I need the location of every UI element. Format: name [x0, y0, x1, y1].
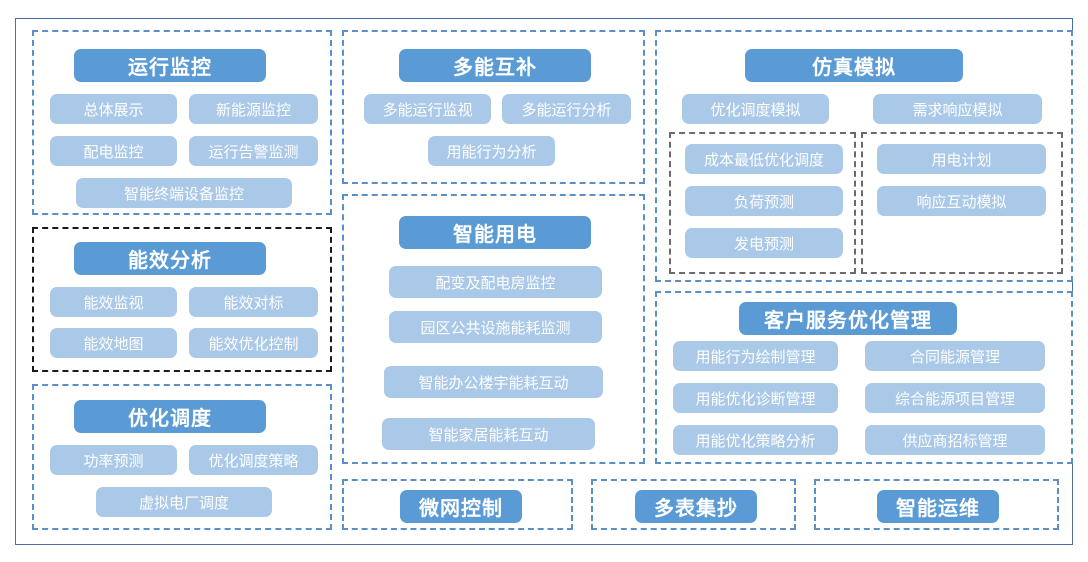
- item-yongdian-jihua[interactable]: 用电计划: [877, 144, 1046, 174]
- group-kehu-fuwu: 客户服务优化管理 用能行为绘制管理 合同能源管理 用能优化诊断管理 综合能源项目…: [655, 291, 1073, 464]
- item-hetong-nengyuan-guanli[interactable]: 合同能源管理: [865, 341, 1045, 371]
- item-nengxiao-youhua-kongzhi[interactable]: 能效优化控制: [189, 328, 318, 358]
- group-title-weiwang-kongzhi: 微网控制: [400, 490, 522, 523]
- item-fuhe-yuce[interactable]: 负荷预测: [685, 186, 843, 216]
- item-zongti-zhanshi[interactable]: 总体展示: [50, 94, 177, 124]
- group-zhineng-yunwei: 智能运维: [814, 479, 1059, 530]
- item-zonghe-nengyuan-xiangmu-guanli[interactable]: 综合能源项目管理: [865, 383, 1045, 413]
- group-title-zhineng-yongdian: 智能用电: [399, 216, 591, 249]
- item-nengxiao-jianshi[interactable]: 能效监视: [50, 287, 177, 317]
- item-xuqiu-xiangying-moni[interactable]: 需求响应模拟: [873, 94, 1042, 124]
- group-title-duobiao-jichao: 多表集抄: [635, 490, 757, 523]
- item-nengxiao-ditu[interactable]: 能效地图: [50, 328, 177, 358]
- item-yongneng-youhua-zhenduan-guanli[interactable]: 用能优化诊断管理: [673, 383, 838, 413]
- item-yuanqu-gonggong-sheshi-nenghao-jiance[interactable]: 园区公共设施能耗监测: [389, 311, 602, 343]
- item-zhineng-bangong-louyu-nenghao-hudong[interactable]: 智能办公楼宇能耗互动: [384, 366, 603, 398]
- group-nengxiao-fenxi: 能效分析 能效监视 能效对标 能效地图 能效优化控制: [32, 227, 332, 372]
- item-youhua-diaodu-celve[interactable]: 优化调度策略: [189, 445, 318, 475]
- group-duobiao-jichao: 多表集抄: [591, 479, 796, 530]
- item-gonglv-yuce[interactable]: 功率预测: [50, 445, 177, 475]
- item-duoneng-yunxing-fenxi[interactable]: 多能运行分析: [502, 94, 631, 124]
- item-chengben-zuidi-youhua-diaodu[interactable]: 成本最低优化调度: [685, 144, 843, 174]
- subgroup-fangzhen-right: 用电计划 响应互动模拟: [861, 132, 1063, 274]
- item-fadian-yuce[interactable]: 发电预测: [685, 228, 843, 258]
- item-yongneng-xingwei-huizhi-guanli[interactable]: 用能行为绘制管理: [673, 341, 838, 371]
- item-peibian-ji-peidianfang-jiankong[interactable]: 配变及配电房监控: [389, 266, 602, 298]
- item-duoneng-yunxing-jianshi[interactable]: 多能运行监视: [364, 94, 491, 124]
- group-title-nengxiao-fenxi: 能效分析: [74, 242, 266, 275]
- group-title-kehu-fuwu: 客户服务优化管理: [739, 302, 957, 335]
- group-title-zhineng-yunwei: 智能运维: [877, 490, 999, 523]
- group-title-duoneng-hubu: 多能互补: [399, 49, 591, 82]
- group-zhineng-yongdian: 智能用电 配变及配电房监控 园区公共设施能耗监测 智能办公楼宇能耗互动 智能家居…: [342, 194, 645, 464]
- item-zhineng-zhongduan-shebei-jiankong[interactable]: 智能终端设备监控: [76, 178, 292, 208]
- item-yongneng-youhua-celve-fenxi[interactable]: 用能优化策略分析: [673, 425, 838, 455]
- item-nengxiao-duibiao[interactable]: 能效对标: [189, 287, 318, 317]
- group-title-youhua-diaodu: 优化调度: [74, 400, 266, 433]
- group-yunxing-jiankong: 运行监控 总体展示 新能源监控 配电监控 运行告警监测 智能终端设备监控: [32, 30, 332, 215]
- item-xuni-dianchang-diaodu[interactable]: 虚拟电厂调度: [96, 487, 272, 517]
- item-xiangying-hudong-moni[interactable]: 响应互动模拟: [877, 186, 1046, 216]
- group-youhua-diaodu: 优化调度 功率预测 优化调度策略 虚拟电厂调度: [32, 384, 332, 530]
- item-youhua-diaodu-moni[interactable]: 优化调度模拟: [682, 94, 829, 124]
- item-yunxing-gaojing-jiance[interactable]: 运行告警监测: [189, 136, 318, 166]
- subgroup-fangzhen-left: 成本最低优化调度 负荷预测 发电预测: [669, 132, 856, 274]
- item-xinnengyuan-jiankong[interactable]: 新能源监控: [189, 94, 318, 124]
- group-title-fangzhen-moni: 仿真模拟: [745, 49, 963, 82]
- item-zhineng-jiaju-nenghao-hudong[interactable]: 智能家居能耗互动: [382, 418, 595, 450]
- item-yongneng-xingwei-fenxi[interactable]: 用能行为分析: [428, 136, 555, 166]
- item-gongyingshang-zhaobiao-guanli[interactable]: 供应商招标管理: [865, 425, 1045, 455]
- group-duoneng-hubu: 多能互补 多能运行监视 多能运行分析 用能行为分析: [342, 30, 645, 184]
- group-fangzhen-moni: 仿真模拟 优化调度模拟 需求响应模拟 成本最低优化调度 负荷预测 发电预测 用电…: [655, 30, 1073, 282]
- item-peidian-jiankong[interactable]: 配电监控: [50, 136, 177, 166]
- group-weiwang-kongzhi: 微网控制: [342, 479, 573, 530]
- group-title-yunxing-jiankong: 运行监控: [74, 49, 266, 82]
